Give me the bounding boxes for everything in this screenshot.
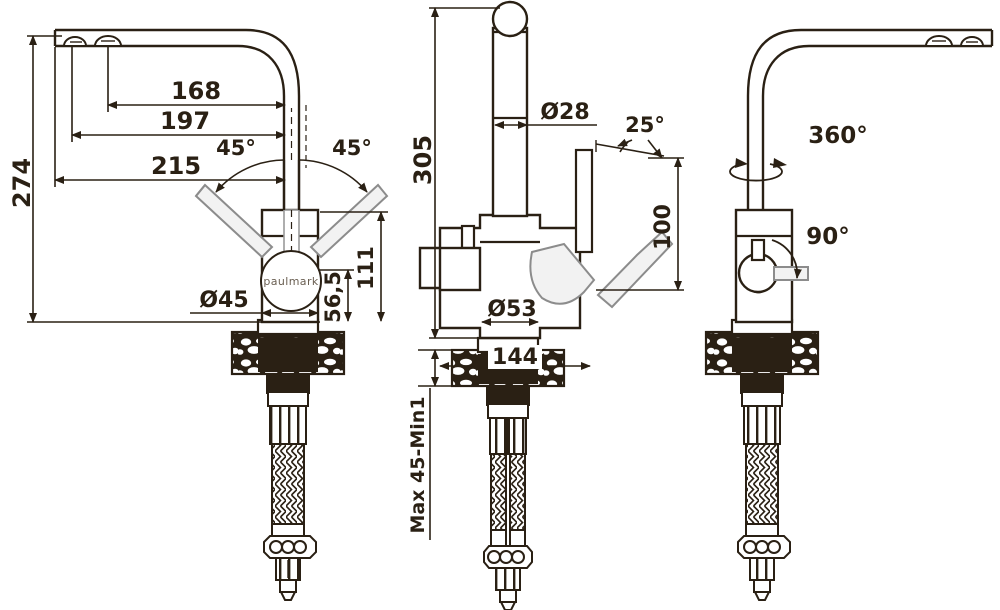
dimensions-front-view: 305 Max 45-Min1 Ø28 Ø53 144 (407, 7, 684, 540)
dim-dia-53: Ø53 (487, 297, 536, 322)
view-left-side-elevation: paulmark 274 168 197 215 45° (8, 28, 389, 601)
riser-front (491, 0, 529, 218)
brand-cap-left: paulmark (260, 250, 322, 312)
hex-nut-right (737, 535, 791, 559)
valve-handle-right (737, 238, 809, 294)
view-right-side-elevation: 360° 90° (704, 28, 994, 601)
dim-274: 274 (8, 158, 36, 208)
spout-right (746, 28, 994, 210)
spout-left (53, 28, 301, 210)
view-front-elevation: 305 Max 45-Min1 Ø28 Ø53 144 (407, 0, 684, 610)
aerator-outlets-left (62, 35, 123, 47)
dim-168: 168 (171, 77, 221, 105)
faucet-body-front (418, 213, 582, 340)
dim-dia-45: Ø45 (199, 288, 248, 313)
countertop-left (230, 318, 346, 376)
dim-215: 215 (151, 152, 201, 180)
rotation-360-symbol: 360° (729, 123, 868, 182)
countertop-right (704, 318, 820, 376)
under-counter-assembly-left (263, 374, 317, 601)
angle-25: 25° (625, 113, 665, 137)
handle-front-tilted (529, 230, 674, 309)
dimensions-left-view: 274 168 197 215 45° 45° 111 (8, 35, 388, 323)
aerator-outlets-right (924, 35, 985, 47)
angle-90: 90° (806, 224, 850, 250)
dim-dia-28: Ø28 (540, 100, 589, 125)
angle-45-right: 45° (332, 136, 372, 160)
dim-144: 144 (492, 345, 538, 370)
handle-right-position (309, 183, 389, 259)
under-counter-assembly-front (483, 386, 533, 610)
angle-45-left: 45° (216, 136, 256, 160)
dim-305: 305 (409, 135, 437, 185)
dim-197: 197 (160, 107, 210, 135)
dim-56-5: 56,5 (321, 271, 345, 323)
handle-front-upright (574, 148, 594, 254)
dim-100: 100 (651, 204, 676, 250)
dim-111: 111 (354, 246, 378, 290)
handle-left-position (194, 183, 274, 259)
hex-nut-left (263, 535, 317, 559)
brand-logo-text: paulmark (263, 275, 319, 288)
angle-360: 360° (808, 123, 868, 149)
hex-nut-front (483, 545, 533, 569)
rotation-90-symbol: 90° (771, 224, 850, 279)
under-counter-assembly-right (737, 374, 791, 601)
dual-hose-front (489, 417, 527, 547)
note-counter-thickness: Max 45-Min1 (407, 396, 429, 533)
